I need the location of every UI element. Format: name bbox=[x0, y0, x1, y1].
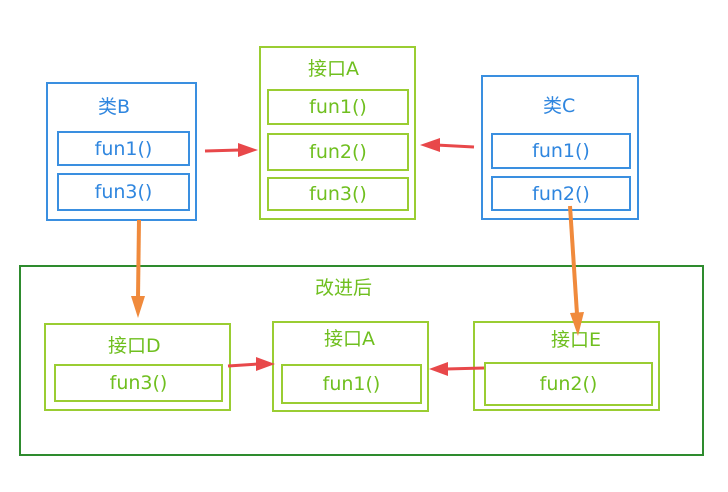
class-b-title: 类B bbox=[98, 96, 131, 118]
interface-e-box: 接口E fun2() bbox=[473, 321, 660, 411]
class-c-title: 类C bbox=[543, 95, 576, 117]
interface-d-box: 接口D fun3() bbox=[44, 323, 231, 411]
interface-a-improved-title: 接口A bbox=[324, 328, 375, 350]
improved-container: 改进后 bbox=[19, 265, 704, 456]
interface-a-improved-method-fun1: fun1() bbox=[281, 364, 422, 404]
class-c-method-fun1-label: fun1() bbox=[532, 140, 590, 162]
class-c-box: 类C fun1() fun2() bbox=[481, 75, 639, 220]
improved-title: 改进后 bbox=[315, 277, 373, 299]
interface-d-method-fun3: fun3() bbox=[54, 364, 223, 402]
class-b-method-fun1: fun1() bbox=[57, 131, 190, 166]
interface-a-method-fun1-label: fun1() bbox=[309, 96, 367, 118]
interface-a-method-fun2-label: fun2() bbox=[309, 141, 367, 163]
interface-a-method-fun2: fun2() bbox=[267, 133, 409, 171]
interface-d-method-fun3-label: fun3() bbox=[109, 372, 168, 394]
interface-a-improved-method-fun1-label: fun1() bbox=[322, 373, 381, 395]
interface-a-method-fun3-label: fun3() bbox=[309, 183, 367, 205]
class-b-box: 类B fun1() fun3() bbox=[46, 82, 197, 221]
arrow-c-to-a bbox=[420, 138, 475, 152]
class-c-method-fun1: fun1() bbox=[491, 133, 631, 169]
interface-a-box: 接口A fun1() fun2() fun3() bbox=[259, 46, 416, 220]
class-c-method-fun2: fun2() bbox=[491, 176, 631, 211]
interface-a-method-fun1: fun1() bbox=[267, 89, 409, 125]
interface-e-title: 接口E bbox=[551, 329, 602, 351]
class-b-method-fun1-label: fun1() bbox=[94, 137, 153, 160]
interface-d-title: 接口D bbox=[108, 335, 161, 357]
arrow-b-to-a bbox=[204, 143, 258, 157]
interface-a-improved-box: 接口A fun1() bbox=[272, 321, 429, 412]
class-b-method-fun3-label: fun3() bbox=[94, 181, 153, 203]
interface-a-title: 接口A bbox=[308, 58, 359, 80]
class-b-method-fun3: fun3() bbox=[57, 173, 190, 211]
class-c-method-fun2-label: fun2() bbox=[532, 182, 590, 205]
interface-e-method-fun2-label: fun2() bbox=[539, 373, 598, 395]
interface-e-method-fun2: fun2() bbox=[484, 362, 653, 406]
interface-a-method-fun3: fun3() bbox=[267, 177, 409, 211]
